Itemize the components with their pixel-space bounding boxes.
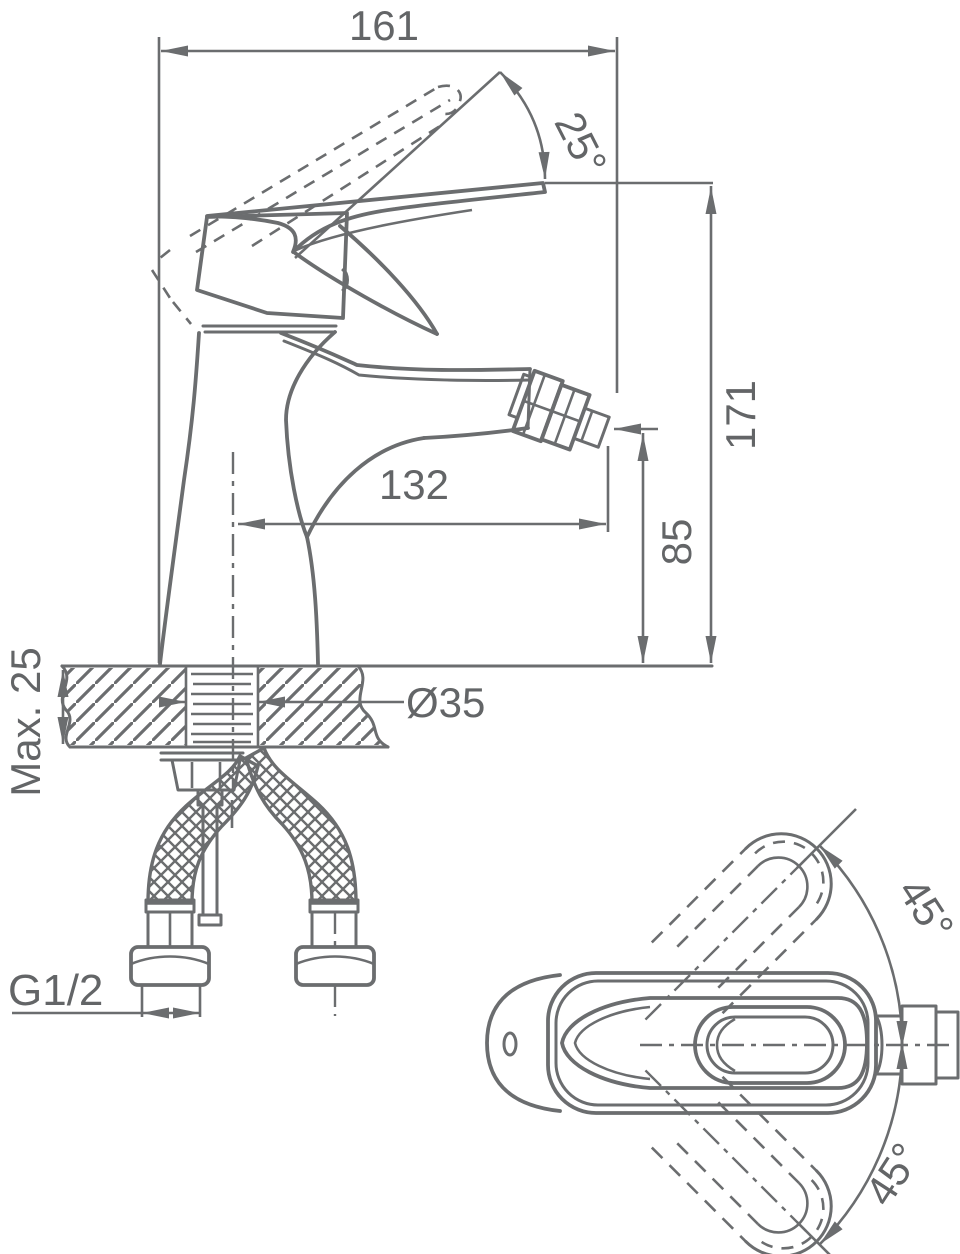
dim-swivel-upper-label: 45° [889, 870, 960, 949]
dim-outlet-height-label: 85 [653, 519, 700, 566]
dim-mounting-hole-label: Ø35 [406, 679, 485, 726]
top-view-body [485, 971, 960, 1115]
dim-spout-reach-label: 132 [379, 461, 449, 508]
aerator [507, 368, 611, 452]
dim-outlet-height: 85 [614, 423, 700, 663]
dim-thread-label: G1/2 [8, 966, 103, 1015]
right-hose-fitting [294, 898, 376, 1016]
dim-spout-reach: 132 [238, 446, 610, 532]
dim-handle-angle-label: 25° [546, 104, 617, 182]
top-view [485, 811, 960, 1254]
threaded-shank [184, 667, 260, 747]
dim-overall-height: 171 [545, 181, 764, 663]
dim-overall-width: 161 [157, 2, 619, 663]
side-view [150, 84, 611, 792]
dim-thread: G1/2 [8, 966, 200, 1019]
dim-overall-height-label: 171 [717, 380, 764, 450]
right-hose [244, 745, 358, 905]
dim-swivel-lower-label: 45° [856, 1135, 930, 1214]
dim-deck-thickness: Max. 25 [2, 647, 69, 797]
deck-cross-section [60, 664, 714, 927]
dim-mounting-hole: Ø35 [159, 679, 485, 726]
raised-handle-phantom [150, 84, 462, 325]
dim-overall-width-label: 161 [349, 2, 419, 49]
faucet-body [158, 181, 547, 666]
dim-deck-thickness-label: Max. 25 [2, 647, 49, 796]
supply-hoses [129, 745, 376, 1017]
left-hose-fitting [129, 898, 211, 1017]
